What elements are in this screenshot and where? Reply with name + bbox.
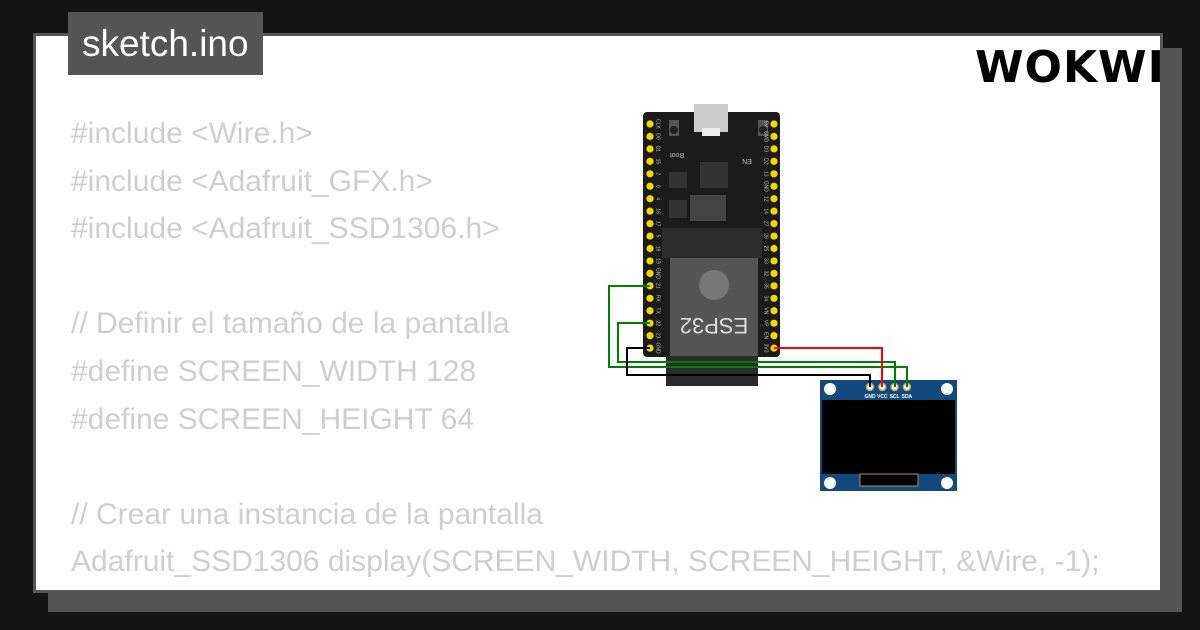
esp32-pin[interactable]	[770, 244, 778, 253]
wire-vcc[interactable]	[774, 347, 883, 387]
esp32-pin-label: 23	[655, 333, 661, 339]
esp32-pin[interactable]	[646, 207, 654, 215]
esp32-pin[interactable]	[770, 157, 778, 165]
esp32-pin[interactable]	[646, 195, 654, 203]
esp32-pin-label: 18	[655, 246, 661, 252]
esp32-pin-label: 5V	[763, 121, 769, 128]
esp32-pin-label: 27	[763, 221, 769, 227]
esp32-pin-label: GND	[763, 181, 769, 193]
wokwi-logo: WOKWI	[975, 42, 1165, 93]
esp32-pin[interactable]	[770, 195, 778, 203]
esp32-pin-label: 35	[763, 283, 769, 289]
esp32-pin[interactable]	[646, 170, 654, 178]
code-line: // Definir el tamaño de la pantalla	[71, 307, 510, 341]
esp32-pin[interactable]	[770, 170, 778, 178]
wire-scl[interactable]	[617, 322, 896, 387]
preview-panel: #include <Wire.h> #include <Adafruit_GFX.…	[33, 33, 1163, 593]
esp32-pin[interactable]	[770, 145, 778, 153]
esp32-pin-label: 34	[763, 296, 769, 302]
esp32-pin-label: 13	[763, 171, 769, 177]
file-tab: sketch.ino	[68, 12, 263, 75]
esp32-pin[interactable]	[770, 319, 778, 327]
esp32-pin[interactable]	[646, 269, 654, 277]
esp32-pin-label: CLK	[655, 119, 661, 129]
esp32-pin[interactable]	[646, 132, 654, 141]
esp32-pin[interactable]	[646, 157, 654, 165]
esp32-chip-label: ESP32	[680, 313, 749, 338]
wire-gnd[interactable]	[626, 347, 871, 387]
esp32-pin[interactable]	[646, 232, 654, 240]
esp32-pin-label: 4	[655, 197, 661, 200]
en-button-label: EN	[742, 157, 752, 164]
wire-sda[interactable]	[608, 285, 908, 387]
esp32-pin-label: 21	[655, 283, 661, 289]
esp32-pin-label: GND	[655, 343, 661, 355]
esp32-pin-label: 32	[763, 271, 769, 277]
esp32-pin-label: 16	[655, 208, 661, 214]
esp32-pin[interactable]	[770, 332, 778, 340]
esp32-pin[interactable]	[770, 120, 778, 128]
code-line: #define SCREEN_WIDTH 128	[71, 354, 477, 388]
esp32-pin[interactable]	[770, 294, 778, 302]
oled-pin-label: SCL	[890, 394, 900, 400]
esp32-pin[interactable]	[770, 232, 778, 240]
oled-pin-label: SDA	[902, 394, 913, 400]
esp32-pin-label: EN	[763, 332, 769, 339]
code-preview: #include <Wire.h> #include <Adafruit_GFX.…	[71, 110, 1100, 586]
esp32-pin-label: TX	[655, 308, 661, 315]
esp32-pin-label: 12	[763, 196, 769, 202]
esp32-pin-label: VN	[763, 307, 769, 314]
oled-pin-label: GND	[864, 394, 876, 400]
esp32-pin-label: 15	[655, 159, 661, 165]
esp32-pin[interactable]	[770, 220, 778, 228]
esp32-pin-label: CMD	[763, 131, 769, 143]
code-line: // Crear una instancia de la pantalla	[71, 497, 543, 531]
boot-button-label: Boot	[670, 151, 684, 158]
esp32-pin-label: 33	[763, 258, 769, 264]
esp32-pin-label: 14	[763, 208, 769, 214]
esp32-pin-label: 22	[655, 320, 661, 326]
esp32-pin-label: 2	[655, 172, 661, 175]
esp32-pin-label: 19	[655, 258, 661, 264]
code-line: #define SCREEN_HEIGHT 64	[71, 402, 474, 436]
esp32-pin-label: GND	[655, 268, 661, 280]
esp32-pin-label: D0	[655, 133, 661, 140]
esp32-pin-label: 5	[655, 235, 661, 238]
esp32-pin[interactable]	[646, 120, 654, 128]
esp32-pin[interactable]	[646, 182, 654, 190]
esp32-pin-label: 17	[655, 221, 661, 227]
esp32-pin-label: RX	[655, 295, 661, 303]
code-line: #include <Adafruit_SSD1306.h>	[71, 212, 500, 246]
esp32-pin[interactable]	[646, 332, 654, 340]
esp32-board: Boot EN ESP32 CLKD0D115204161751819GND21…	[643, 104, 780, 386]
esp32-pin[interactable]	[770, 269, 778, 277]
esp32-pin[interactable]	[646, 307, 654, 315]
esp32-pin[interactable]	[646, 145, 654, 153]
esp32-pin-label: VP	[763, 320, 769, 327]
esp32-pin-label: 25	[763, 246, 769, 252]
code-line: #include <Wire.h>	[71, 117, 313, 150]
esp32-pin[interactable]	[646, 244, 654, 253]
esp32-pin[interactable]	[770, 257, 778, 265]
esp32-pin[interactable]	[770, 307, 778, 315]
esp32-pin[interactable]	[646, 257, 654, 265]
esp32-pin[interactable]	[770, 132, 778, 141]
esp32-pin-label: D3	[763, 146, 769, 153]
esp32-pin-label: 0	[655, 185, 661, 188]
esp32-pin[interactable]	[646, 220, 654, 228]
code-line: Adafruit_SSD1306 display(SCREEN_WIDTH, S…	[71, 545, 1100, 579]
esp32-pin-label: 26	[763, 233, 769, 239]
esp32-pin[interactable]	[770, 182, 778, 190]
code-line: #include <Adafruit_GFX.h>	[71, 164, 433, 198]
esp32-pin[interactable]	[770, 282, 778, 290]
esp32-pin[interactable]	[646, 294, 654, 302]
esp32-pin[interactable]	[770, 207, 778, 215]
oled-pin-label: VCC	[877, 394, 888, 400]
esp32-pin-label: D2	[763, 158, 769, 165]
esp32-pin-label: D1	[655, 146, 661, 153]
esp32-pin-label: 3V3	[763, 344, 769, 353]
